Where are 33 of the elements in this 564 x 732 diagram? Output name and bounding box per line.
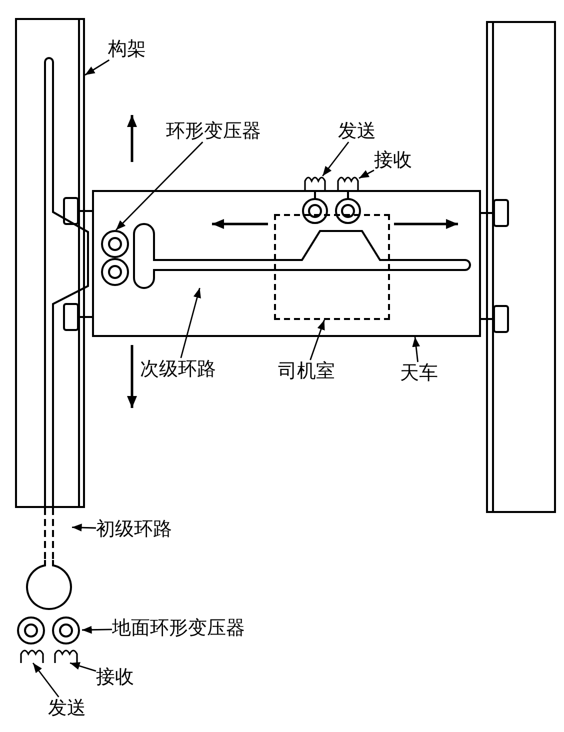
leader-line [180, 288, 201, 358]
part-label: 构架 [108, 38, 146, 60]
part-label: 次级环路 [140, 358, 216, 380]
wire-loop [130, 224, 472, 288]
leader-line [82, 626, 112, 634]
coil-symbol [20, 649, 44, 663]
part-label: 天车 [400, 362, 438, 384]
part-label: 接收 [96, 666, 134, 688]
leader-line [72, 524, 96, 532]
leader-line [322, 142, 350, 176]
part-label: 发送 [48, 697, 86, 719]
coil-symbol [54, 649, 78, 663]
leader-line [116, 142, 204, 230]
leader-line [70, 662, 96, 672]
ring-transformer [101, 230, 129, 286]
part-label: 司机室 [278, 360, 335, 382]
cab-outline [274, 214, 390, 320]
frame-outline [15, 18, 85, 508]
part-label: 接收 [374, 149, 412, 171]
part-label: 地面环形变压器 [112, 617, 245, 639]
wire-loop [26, 508, 72, 610]
frame-outline [92, 190, 481, 337]
part-label: 环形变压器 [166, 120, 261, 142]
coil-symbol [337, 176, 359, 190]
leader-line [412, 336, 420, 362]
part-label: 发送 [338, 120, 376, 142]
leader-line [84, 59, 110, 76]
coil-symbol [304, 176, 326, 190]
leader-line [310, 320, 325, 360]
ring-transformer [15, 614, 82, 647]
leader-line [358, 170, 374, 179]
part-label: 初级环路 [96, 518, 172, 540]
leader-line [32, 662, 60, 698]
